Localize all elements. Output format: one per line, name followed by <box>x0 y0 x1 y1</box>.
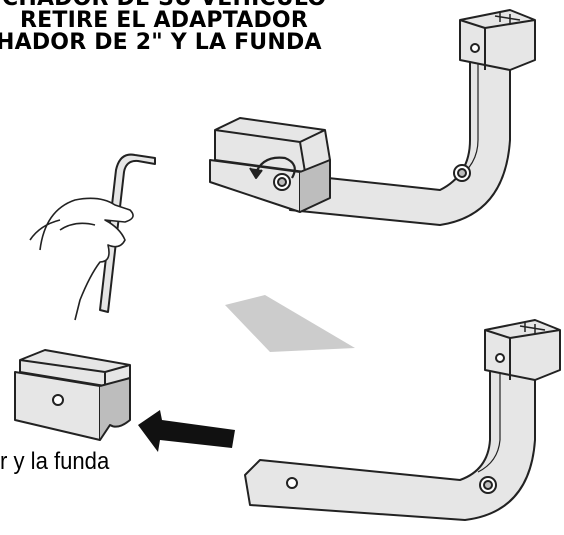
hex-key-icon <box>99 153 156 313</box>
instruction-line-3: HADOR DE 2" Y LA FUNDA <box>0 30 322 55</box>
instruction-line-1: CHADOR DE SU VEHÍCULO <box>2 0 564 10</box>
caption: r y la funda <box>0 448 110 475</box>
adapter-installed <box>209 117 331 213</box>
hitch-bar-lower <box>244 319 561 521</box>
hand-with-hex-key <box>29 153 156 321</box>
hitch-bar-upper <box>289 9 536 226</box>
push-arrow-icon <box>138 410 235 452</box>
direction-arrow-icon <box>225 295 355 352</box>
hand-icon <box>29 197 134 321</box>
instruction-line-2: RETIRE EL ADAPTADOR <box>20 8 308 33</box>
rotate-arrow-icon <box>253 156 296 179</box>
adapter-removed <box>14 349 131 441</box>
